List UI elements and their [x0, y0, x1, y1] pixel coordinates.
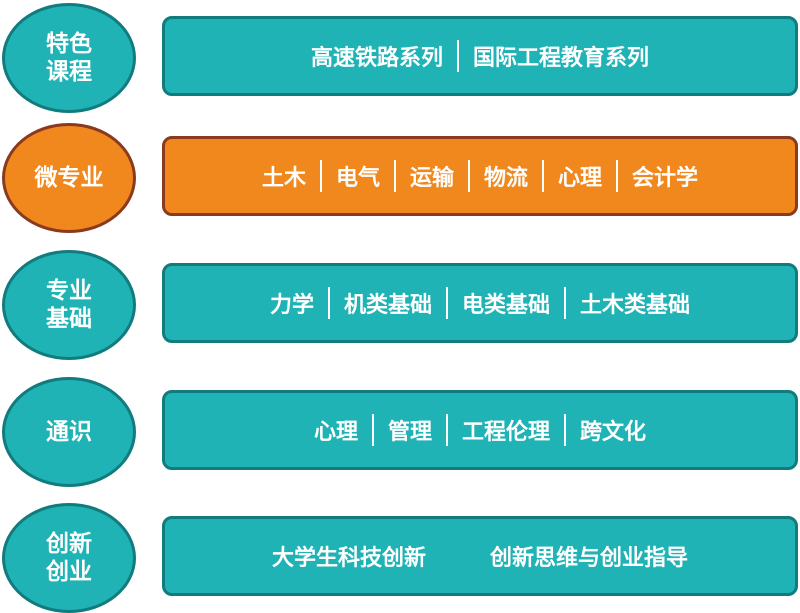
- category-row: 创新创业 大学生科技创新 创新思维与创业指导: [0, 503, 800, 613]
- separator: [542, 160, 545, 192]
- course-item: 力学: [269, 293, 314, 318]
- course-item: 管理: [387, 420, 432, 445]
- category-label-text: 专业基础: [46, 278, 92, 332]
- separator: [446, 414, 448, 446]
- course-item: 物流: [484, 166, 529, 191]
- separator: [616, 160, 619, 192]
- separator: [371, 414, 374, 446]
- category-label: 特色课程: [2, 3, 136, 113]
- separator: [327, 287, 330, 319]
- category-label: 创新创业: [2, 503, 136, 613]
- category-label-text: 特色课程: [46, 31, 92, 85]
- course-item: 跨文化: [580, 420, 647, 445]
- separator: [564, 414, 567, 446]
- course-item: 电气: [335, 166, 380, 191]
- separator: [468, 160, 470, 192]
- course-item: 会计学: [632, 166, 699, 191]
- course-item: 心理: [558, 166, 603, 191]
- course-item: 电类基础: [462, 293, 551, 318]
- category-label: 专业基础: [2, 250, 136, 360]
- course-item: 心理: [313, 420, 358, 445]
- category-row: 通识 心理 管理 工程伦理 跨文化: [0, 377, 800, 487]
- category-label: 通识: [2, 377, 136, 487]
- course-item: 国际工程教育系列: [473, 46, 650, 71]
- separator: [446, 287, 448, 319]
- course-item: 土木: [261, 166, 306, 191]
- course-item: 工程伦理: [462, 420, 551, 445]
- course-box: 大学生科技创新 创新思维与创业指导: [162, 516, 798, 596]
- course-box: 高速铁路系列 国际工程教育系列: [162, 16, 798, 96]
- category-row: 专业基础 力学 机类基础 电类基础 土木类基础: [0, 250, 800, 360]
- course-item: 机类基础: [343, 293, 432, 318]
- course-item: 土木类基础: [580, 293, 691, 318]
- course-box: 心理 管理 工程伦理 跨文化: [162, 390, 798, 470]
- separator: [393, 160, 396, 192]
- course-item: 运输: [409, 166, 454, 191]
- category-label-text: 创新创业: [46, 531, 92, 585]
- separator: [457, 40, 459, 72]
- course-item: 高速铁路系列: [310, 46, 443, 71]
- course-box: 土木 电气 运输 物流 心理 会计学: [162, 136, 798, 216]
- separator: [319, 160, 322, 192]
- category-label: 微专业: [2, 123, 136, 233]
- category-row: 特色课程 高速铁路系列 国际工程教育系列: [0, 3, 800, 113]
- category-row: 微专业 土木 电气 运输 物流 心理 会计学: [0, 123, 800, 233]
- course-item: 创新思维与创业指导: [490, 546, 689, 571]
- course-box: 力学 机类基础 电类基础 土木类基础: [162, 263, 798, 343]
- separator: [564, 287, 567, 319]
- course-item: 大学生科技创新: [271, 546, 426, 571]
- category-label-text: 微专业: [34, 165, 104, 191]
- category-label-text: 通识: [46, 419, 92, 445]
